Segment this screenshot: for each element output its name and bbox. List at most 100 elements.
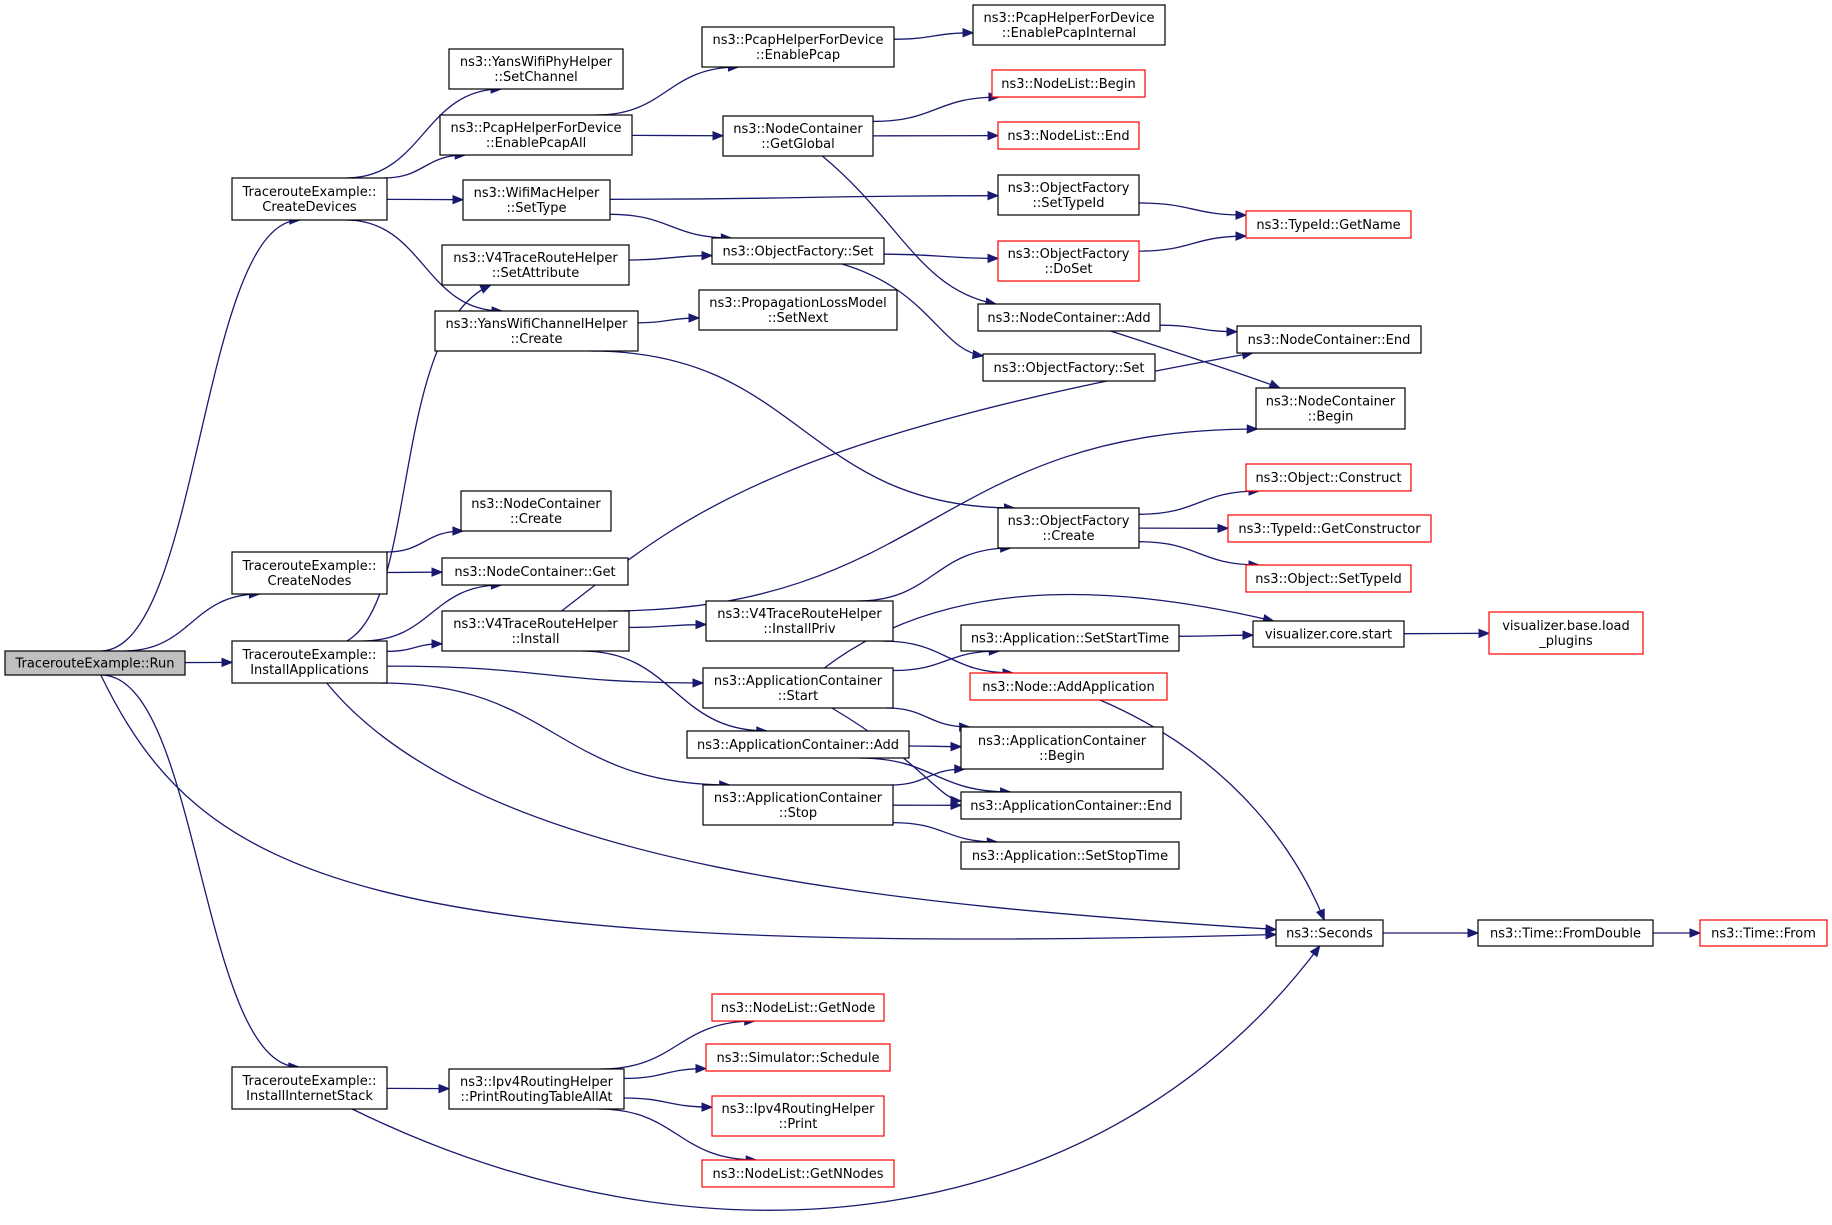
call-edge-pcapEnable-to-pcapEnableInternal: [893, 28, 975, 40]
graph-node-vizStart[interactable]: visualizer.core.start: [1252, 620, 1405, 648]
node-box: [991, 69, 1146, 98]
call-edge-yansChanCreate-to-propSetNext: [637, 313, 701, 324]
graph-node-ncGet[interactable]: ns3::NodeContainer::Get: [441, 557, 629, 586]
graph-node-objSetTypeId[interactable]: ns3::Object::SetTypeId: [1245, 564, 1412, 593]
graph-node-nlGetNNodes[interactable]: ns3::NodeList::GetNNodes: [701, 1159, 895, 1188]
graph-node-createNodes[interactable]: TracerouteExample::CreateNodes: [231, 551, 388, 595]
node-box: [1252, 620, 1405, 648]
node-box: [705, 600, 894, 642]
graph-node-pcapEnableInternal[interactable]: ns3::PcapHelperForDevice::EnablePcapInte…: [972, 4, 1166, 46]
graph-node-ncCreate[interactable]: ns3::NodeContainer::Create: [460, 490, 612, 532]
graph-node-vizLoadPlugins[interactable]: visualizer.base.load_plugins: [1488, 611, 1644, 655]
graph-node-wifiMacSetType[interactable]: ns3::WifiMacHelper::SetType: [462, 179, 611, 221]
node-label: ::EnablePcapInternal: [1002, 26, 1136, 41]
graph-node-v4SetAttr[interactable]: ns3::V4TraceRouteHelper::SetAttribute: [441, 244, 630, 286]
graph-node-timeFromDouble[interactable]: ns3::Time::FromDouble: [1477, 919, 1654, 947]
graph-node-acBegin[interactable]: ns3::ApplicationContainer::Begin: [960, 726, 1164, 770]
graph-node-v4Install[interactable]: ns3::V4TraceRouteHelper::Install: [441, 610, 630, 652]
graph-node-ipv4Print[interactable]: ns3::Ipv4RoutingHelper::Print: [711, 1095, 885, 1137]
call-edge-ofSet-to-ofSet2: [841, 263, 985, 360]
edge-line: [885, 707, 970, 728]
node-label: ns3::YansWifiPhyHelper: [460, 55, 613, 70]
graph-node-ncEnd[interactable]: ns3::NodeContainer::End: [1236, 325, 1422, 354]
graph-node-simSchedule[interactable]: ns3::Simulator::Schedule: [705, 1043, 891, 1072]
call-edge-ofCreate-to-objConstruct: [1138, 486, 1261, 515]
edge-line: [893, 32, 974, 40]
edge-line: [581, 650, 767, 732]
node-label: ns3::TypeId::GetName: [1256, 218, 1400, 233]
call-edge-wifiMacSetType-to-ofSetTypeId: [609, 190, 1000, 201]
graph-node-nlGetNode[interactable]: ns3::NodeList::GetNode: [711, 993, 885, 1022]
node-label: ns3::Application::SetStopTime: [972, 849, 1168, 864]
graph-node-appSetStopTime[interactable]: ns3::Application::SetStopTime: [960, 841, 1180, 870]
node-label: ::Create: [511, 332, 563, 347]
call-edge-v4Install-to-ncEnd: [561, 350, 1254, 612]
graph-node-ofCreate[interactable]: ns3::ObjectFactory::Create: [997, 507, 1140, 549]
node-label: ns3::NodeContainer: [1266, 395, 1396, 410]
node-box: [434, 310, 639, 352]
graph-node-ncGetGlobal[interactable]: ns3::NodeContainer::GetGlobal: [722, 115, 874, 157]
edge-line: [628, 254, 713, 261]
graph-node-createDevices[interactable]: TracerouteExample::CreateDevices: [231, 177, 388, 221]
call-edge-ofSet-to-ofDoSet: [883, 253, 1000, 264]
edge-line: [881, 640, 1014, 674]
call-edge-v4SetAttr-to-ofSet: [628, 250, 714, 261]
graph-node-nodeAddApp[interactable]: ns3::Node::AddApplication: [969, 672, 1168, 701]
graph-node-run[interactable]: TracerouteExample::Run: [4, 650, 186, 676]
arrowhead-icon: [692, 678, 705, 688]
call-edge-ofCreate-to-objSetTypeId: [1138, 541, 1261, 570]
call-edge-createNodes-to-ncCreate: [386, 526, 465, 553]
node-box: [960, 791, 1182, 820]
graph-node-acEnd[interactable]: ns3::ApplicationContainer::End: [960, 791, 1182, 820]
call-edge-ncAdd-to-ncEnd: [1159, 324, 1239, 337]
arrowhead-icon: [950, 800, 963, 811]
node-label: ns3::YansWifiChannelHelper: [446, 317, 629, 332]
node-label: ns3::ObjectFactory::Set: [993, 361, 1144, 376]
graph-node-ofSetTypeId[interactable]: ns3::ObjectFactory::SetTypeId: [997, 174, 1140, 216]
graph-node-typeIdGetCtor[interactable]: ns3::TypeId::GetConstructor: [1227, 514, 1432, 543]
node-label: ns3::ApplicationContainer::End: [970, 799, 1171, 814]
graph-node-yansPhySetChannel[interactable]: ns3::YansWifiPhyHelper::SetChannel: [448, 48, 624, 90]
call-edge-acStop-to-acBegin: [890, 764, 967, 786]
node-box: [997, 240, 1140, 282]
graph-node-acAdd[interactable]: ns3::ApplicationContainer::Add: [686, 730, 910, 759]
graph-node-acStop[interactable]: ns3::ApplicationContainer::Stop: [702, 784, 894, 826]
graph-node-propSetNext[interactable]: ns3::PropagationLossModel::SetNext: [698, 289, 898, 331]
node-box: [1245, 210, 1412, 239]
graph-node-appSetStartTime[interactable]: ns3::Application::SetStartTime: [960, 624, 1180, 652]
edge-line: [1138, 202, 1247, 216]
graph-node-nlEnd[interactable]: ns3::NodeList::End: [997, 121, 1140, 150]
node-label: ns3::PropagationLossModel: [709, 296, 887, 311]
graph-node-ncBegin[interactable]: ns3::NodeContainer::Begin: [1255, 387, 1406, 430]
graph-node-installApps[interactable]: TracerouteExample::InstallApplications: [231, 640, 388, 684]
graph-node-nlBegin[interactable]: ns3::NodeList::Begin: [991, 69, 1146, 98]
graph-node-yansChanCreate[interactable]: ns3::YansWifiChannelHelper::Create: [434, 310, 639, 352]
graph-node-installStack[interactable]: TracerouteExample::InstallInternetStack: [231, 1066, 388, 1110]
graph-node-pcapEnableAll[interactable]: ns3::PcapHelperForDevice::EnablePcapAll: [439, 114, 633, 156]
arrowhead-icon: [221, 657, 234, 668]
graph-node-timeFrom[interactable]: ns3::Time::From: [1699, 919, 1828, 947]
arrowhead-icon: [1217, 523, 1230, 534]
node-label: ns3::ApplicationContainer: [714, 674, 883, 689]
node-label: ::SetChannel: [494, 70, 577, 85]
graph-node-acStart[interactable]: ns3::ApplicationContainer::Start: [702, 667, 894, 709]
graph-node-ncAdd[interactable]: ns3::NodeContainer::Add: [977, 303, 1161, 332]
graph-node-ipv4PrintAllAt[interactable]: ns3::Ipv4RoutingHelper::PrintRoutingTabl…: [448, 1068, 625, 1110]
node-box: [977, 303, 1161, 332]
call-edge-acStop-to-acEnd: [892, 800, 963, 811]
node-label: ns3::PcapHelperForDevice: [713, 33, 884, 48]
arrowhead-icon: [987, 253, 1000, 264]
graph-node-v4InstallPriv[interactable]: ns3::V4TraceRouteHelper::InstallPriv: [705, 600, 894, 642]
graph-node-seconds[interactable]: ns3::Seconds: [1275, 919, 1384, 947]
graph-node-typeIdGetName[interactable]: ns3::TypeId::GetName: [1245, 210, 1412, 239]
node-box: [960, 841, 1180, 870]
node-label: ns3::NodeList::End: [1007, 129, 1129, 144]
arrowhead-icon: [452, 526, 465, 536]
call-edge-createDevices-to-wifiMacSetType: [386, 194, 465, 205]
node-label: TracerouteExample::Run: [15, 657, 175, 672]
graph-node-pcapEnable[interactable]: ns3::PcapHelperForDevice::EnablePcap: [701, 26, 895, 68]
graph-node-objConstruct[interactable]: ns3::Object::Construct: [1245, 463, 1412, 492]
graph-node-ofDoSet[interactable]: ns3::ObjectFactory::DoSet: [997, 240, 1140, 282]
graph-node-ofSet2[interactable]: ns3::ObjectFactory::Set: [982, 353, 1156, 382]
graph-node-ofSet[interactable]: ns3::ObjectFactory::Set: [711, 237, 885, 265]
